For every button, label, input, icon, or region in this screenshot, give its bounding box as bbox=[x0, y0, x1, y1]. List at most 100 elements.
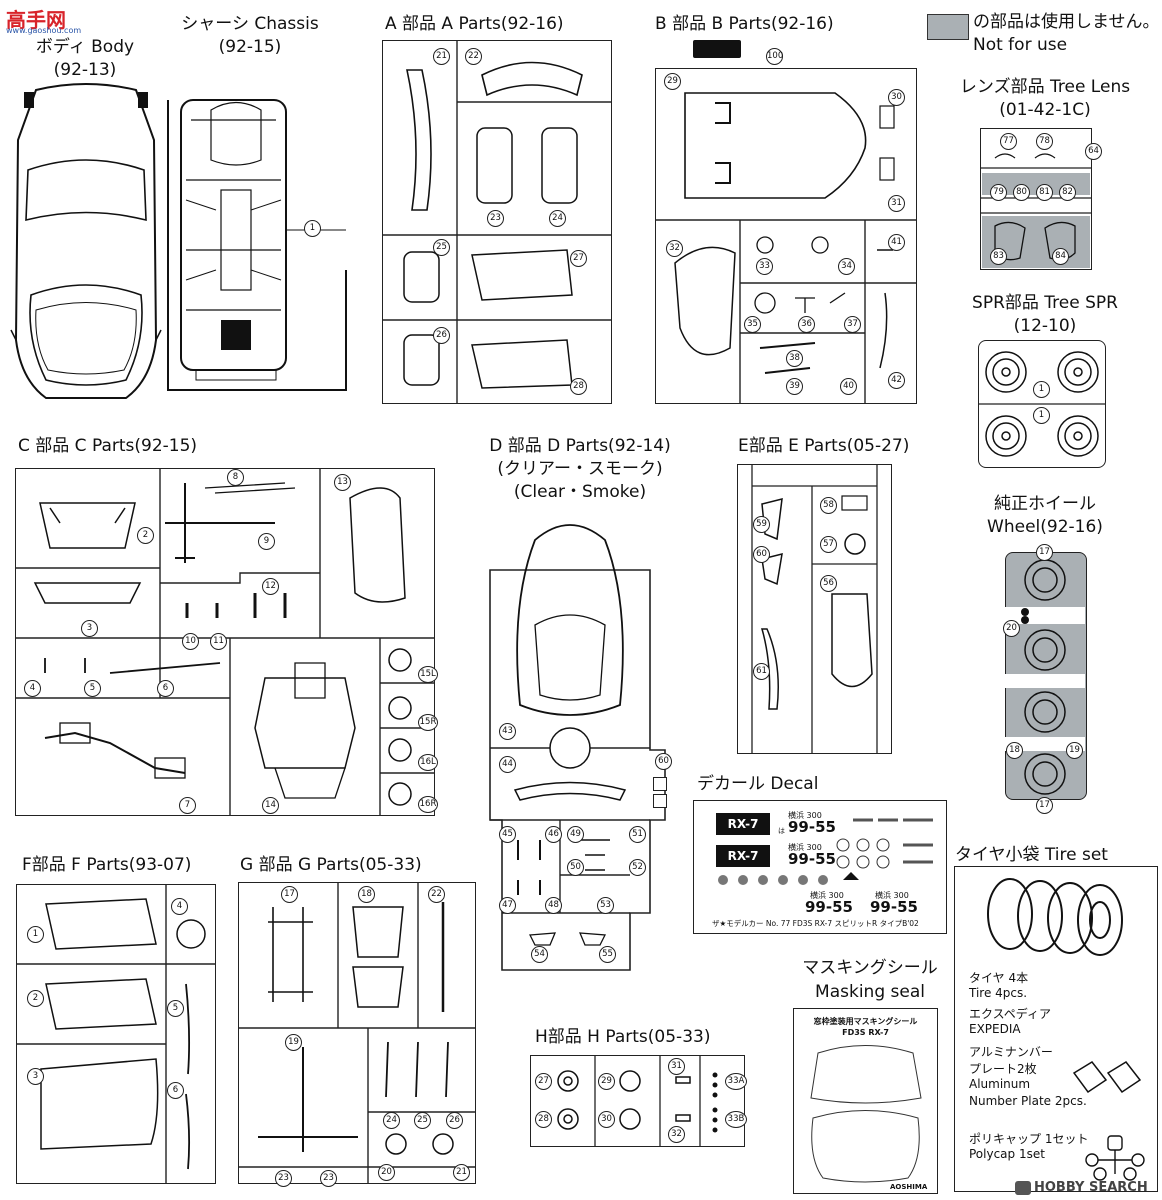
tire-drawing bbox=[987, 878, 1123, 956]
part-number: 8 bbox=[227, 469, 244, 486]
part-number: 53 bbox=[597, 897, 614, 914]
part-number: 21 bbox=[433, 48, 450, 65]
part-number: 34 bbox=[838, 258, 855, 275]
part-number: 6 bbox=[157, 680, 174, 697]
part-number: 52 bbox=[629, 859, 646, 876]
masking-title-jp: マスキングシール bbox=[802, 958, 938, 978]
part-number: 24 bbox=[549, 210, 566, 227]
part-number: 1 bbox=[1033, 381, 1050, 398]
part-number: 27 bbox=[535, 1073, 552, 1090]
part-number: 40 bbox=[840, 378, 857, 395]
lens-title: レンズ部品 Tree Lens bbox=[959, 77, 1131, 97]
part-number: 32 bbox=[668, 1126, 685, 1143]
part-number: 7 bbox=[179, 797, 196, 814]
part-number: 47 bbox=[499, 897, 516, 914]
part-number: 48 bbox=[545, 897, 562, 914]
part-number: 11 bbox=[210, 633, 227, 650]
part-number: 79 bbox=[990, 184, 1007, 201]
part-number: 84 bbox=[1052, 248, 1069, 265]
part-number: 51 bbox=[629, 826, 646, 843]
part-number: 24 bbox=[383, 1112, 400, 1129]
part-number: 19 bbox=[285, 1034, 302, 1051]
part-number: 60 bbox=[655, 753, 672, 770]
decal-rx7-logo: RX-7 bbox=[716, 845, 770, 867]
wheel-title-jp: 純正ホイール bbox=[994, 494, 1096, 514]
masking-shapes bbox=[810, 1045, 922, 1183]
part-number: 45 bbox=[499, 826, 516, 843]
tire-line2-jp: エクスペディア bbox=[969, 1007, 1051, 1021]
g-parts-title: G 部品 G Parts(05-33) bbox=[240, 855, 422, 875]
number-plate-drawing bbox=[1072, 1061, 1142, 1094]
part-number: 81 bbox=[1036, 184, 1053, 201]
part-number: 30 bbox=[888, 89, 905, 106]
tire-line1-jp: タイヤ 4本 bbox=[969, 971, 1029, 985]
part-number: 4 bbox=[24, 680, 41, 697]
part-number: 2 bbox=[27, 990, 44, 1007]
e-parts-title: E部品 E Parts(05-27) bbox=[738, 436, 910, 456]
chassis-code: (92-15) bbox=[218, 37, 282, 57]
part-number: 22 bbox=[428, 886, 445, 903]
part-number: 12 bbox=[262, 578, 279, 595]
part-number: 5 bbox=[84, 680, 101, 697]
masking-sheet bbox=[793, 1008, 938, 1194]
polycap-drawing bbox=[1085, 1135, 1145, 1181]
d-sprue-tab bbox=[653, 777, 667, 791]
lens-code: (01-42-1C) bbox=[999, 100, 1091, 120]
f-parts-title: F部品 F Parts(93-07) bbox=[22, 855, 192, 875]
part-number: 35 bbox=[744, 316, 761, 333]
part-number: 29 bbox=[664, 73, 681, 90]
body-title: ボディ Body bbox=[35, 37, 135, 57]
part-number: 55 bbox=[599, 946, 616, 963]
h-parts-sprue-lines bbox=[557, 1055, 718, 1147]
part-number: 6 bbox=[167, 1082, 184, 1099]
part-number: 33A bbox=[725, 1073, 747, 1090]
part-number: 31 bbox=[888, 195, 905, 212]
part-number: 61 bbox=[753, 663, 770, 680]
part-number: 29 bbox=[598, 1073, 615, 1090]
part-number: 1 bbox=[27, 926, 44, 943]
part-number: 16L bbox=[418, 754, 438, 771]
wheel-drawings bbox=[1005, 559, 1085, 795]
hobby-search-watermark: HOBBY SEARCH bbox=[1034, 1180, 1148, 1195]
wheel-title-en: Wheel(92-16) bbox=[987, 517, 1103, 537]
d-parts-sprue bbox=[489, 524, 666, 971]
part-number: 5 bbox=[167, 1000, 184, 1017]
c-parts-title: C 部品 C Parts(92-15) bbox=[18, 436, 198, 456]
legend-jp: の部品は使用しません。 bbox=[973, 12, 1160, 32]
g-parts-sprue-lines bbox=[238, 882, 476, 1184]
tire-line3-en: Aluminum bbox=[969, 1077, 1031, 1091]
decal-marks bbox=[718, 818, 933, 885]
part-number: 38 bbox=[786, 350, 803, 367]
part-number: 10 bbox=[182, 633, 199, 650]
part-number: 60 bbox=[753, 546, 770, 563]
d-parts-sub2: (Clear・Smoke) bbox=[513, 482, 647, 502]
part-number: 50 bbox=[567, 859, 584, 876]
chassis-title: シャーシ Chassis bbox=[181, 14, 319, 34]
g-parts-sprue bbox=[238, 882, 476, 1184]
watermark-logo: 高手网 bbox=[6, 8, 66, 32]
tire-line2-en: EXPEDIA bbox=[969, 1022, 1021, 1036]
part-number: 16R bbox=[418, 796, 438, 813]
tire-line1-en: Tire 4pcs. bbox=[969, 986, 1028, 1000]
d-parts-sub1: (クリアー・スモーク) bbox=[497, 459, 663, 479]
part-number: 19 bbox=[1066, 742, 1083, 759]
part-number: 44 bbox=[499, 756, 516, 773]
part-number: 20 bbox=[378, 1164, 395, 1181]
c-parts-sprue-lines bbox=[15, 468, 435, 816]
decal-title: デカール Decal bbox=[697, 774, 819, 794]
b-parts-title: B 部品 B Parts(92-16) bbox=[655, 14, 834, 34]
part-number: 15L bbox=[418, 666, 438, 683]
tire-line3-jp: アルミナンバー bbox=[969, 1045, 1053, 1059]
part-number: 17 bbox=[281, 886, 298, 903]
decal-plate-number: 99-55 bbox=[805, 898, 853, 916]
part-number: 9 bbox=[258, 533, 275, 550]
not-for-use-swatch bbox=[927, 14, 969, 40]
h-parts-sprue bbox=[530, 1055, 745, 1147]
e-parts-sprue-lines bbox=[751, 464, 878, 754]
b-parts-sprue-lines bbox=[655, 92, 917, 404]
part-number: 15R bbox=[418, 714, 438, 731]
masking-sheet-title: 窓枠塗装用マスキングシール bbox=[813, 1017, 918, 1026]
tire-line4-en: Polycap 1set bbox=[969, 1147, 1045, 1161]
decal-plate-number: 99-55 bbox=[788, 850, 836, 868]
part-number: 54 bbox=[531, 946, 548, 963]
